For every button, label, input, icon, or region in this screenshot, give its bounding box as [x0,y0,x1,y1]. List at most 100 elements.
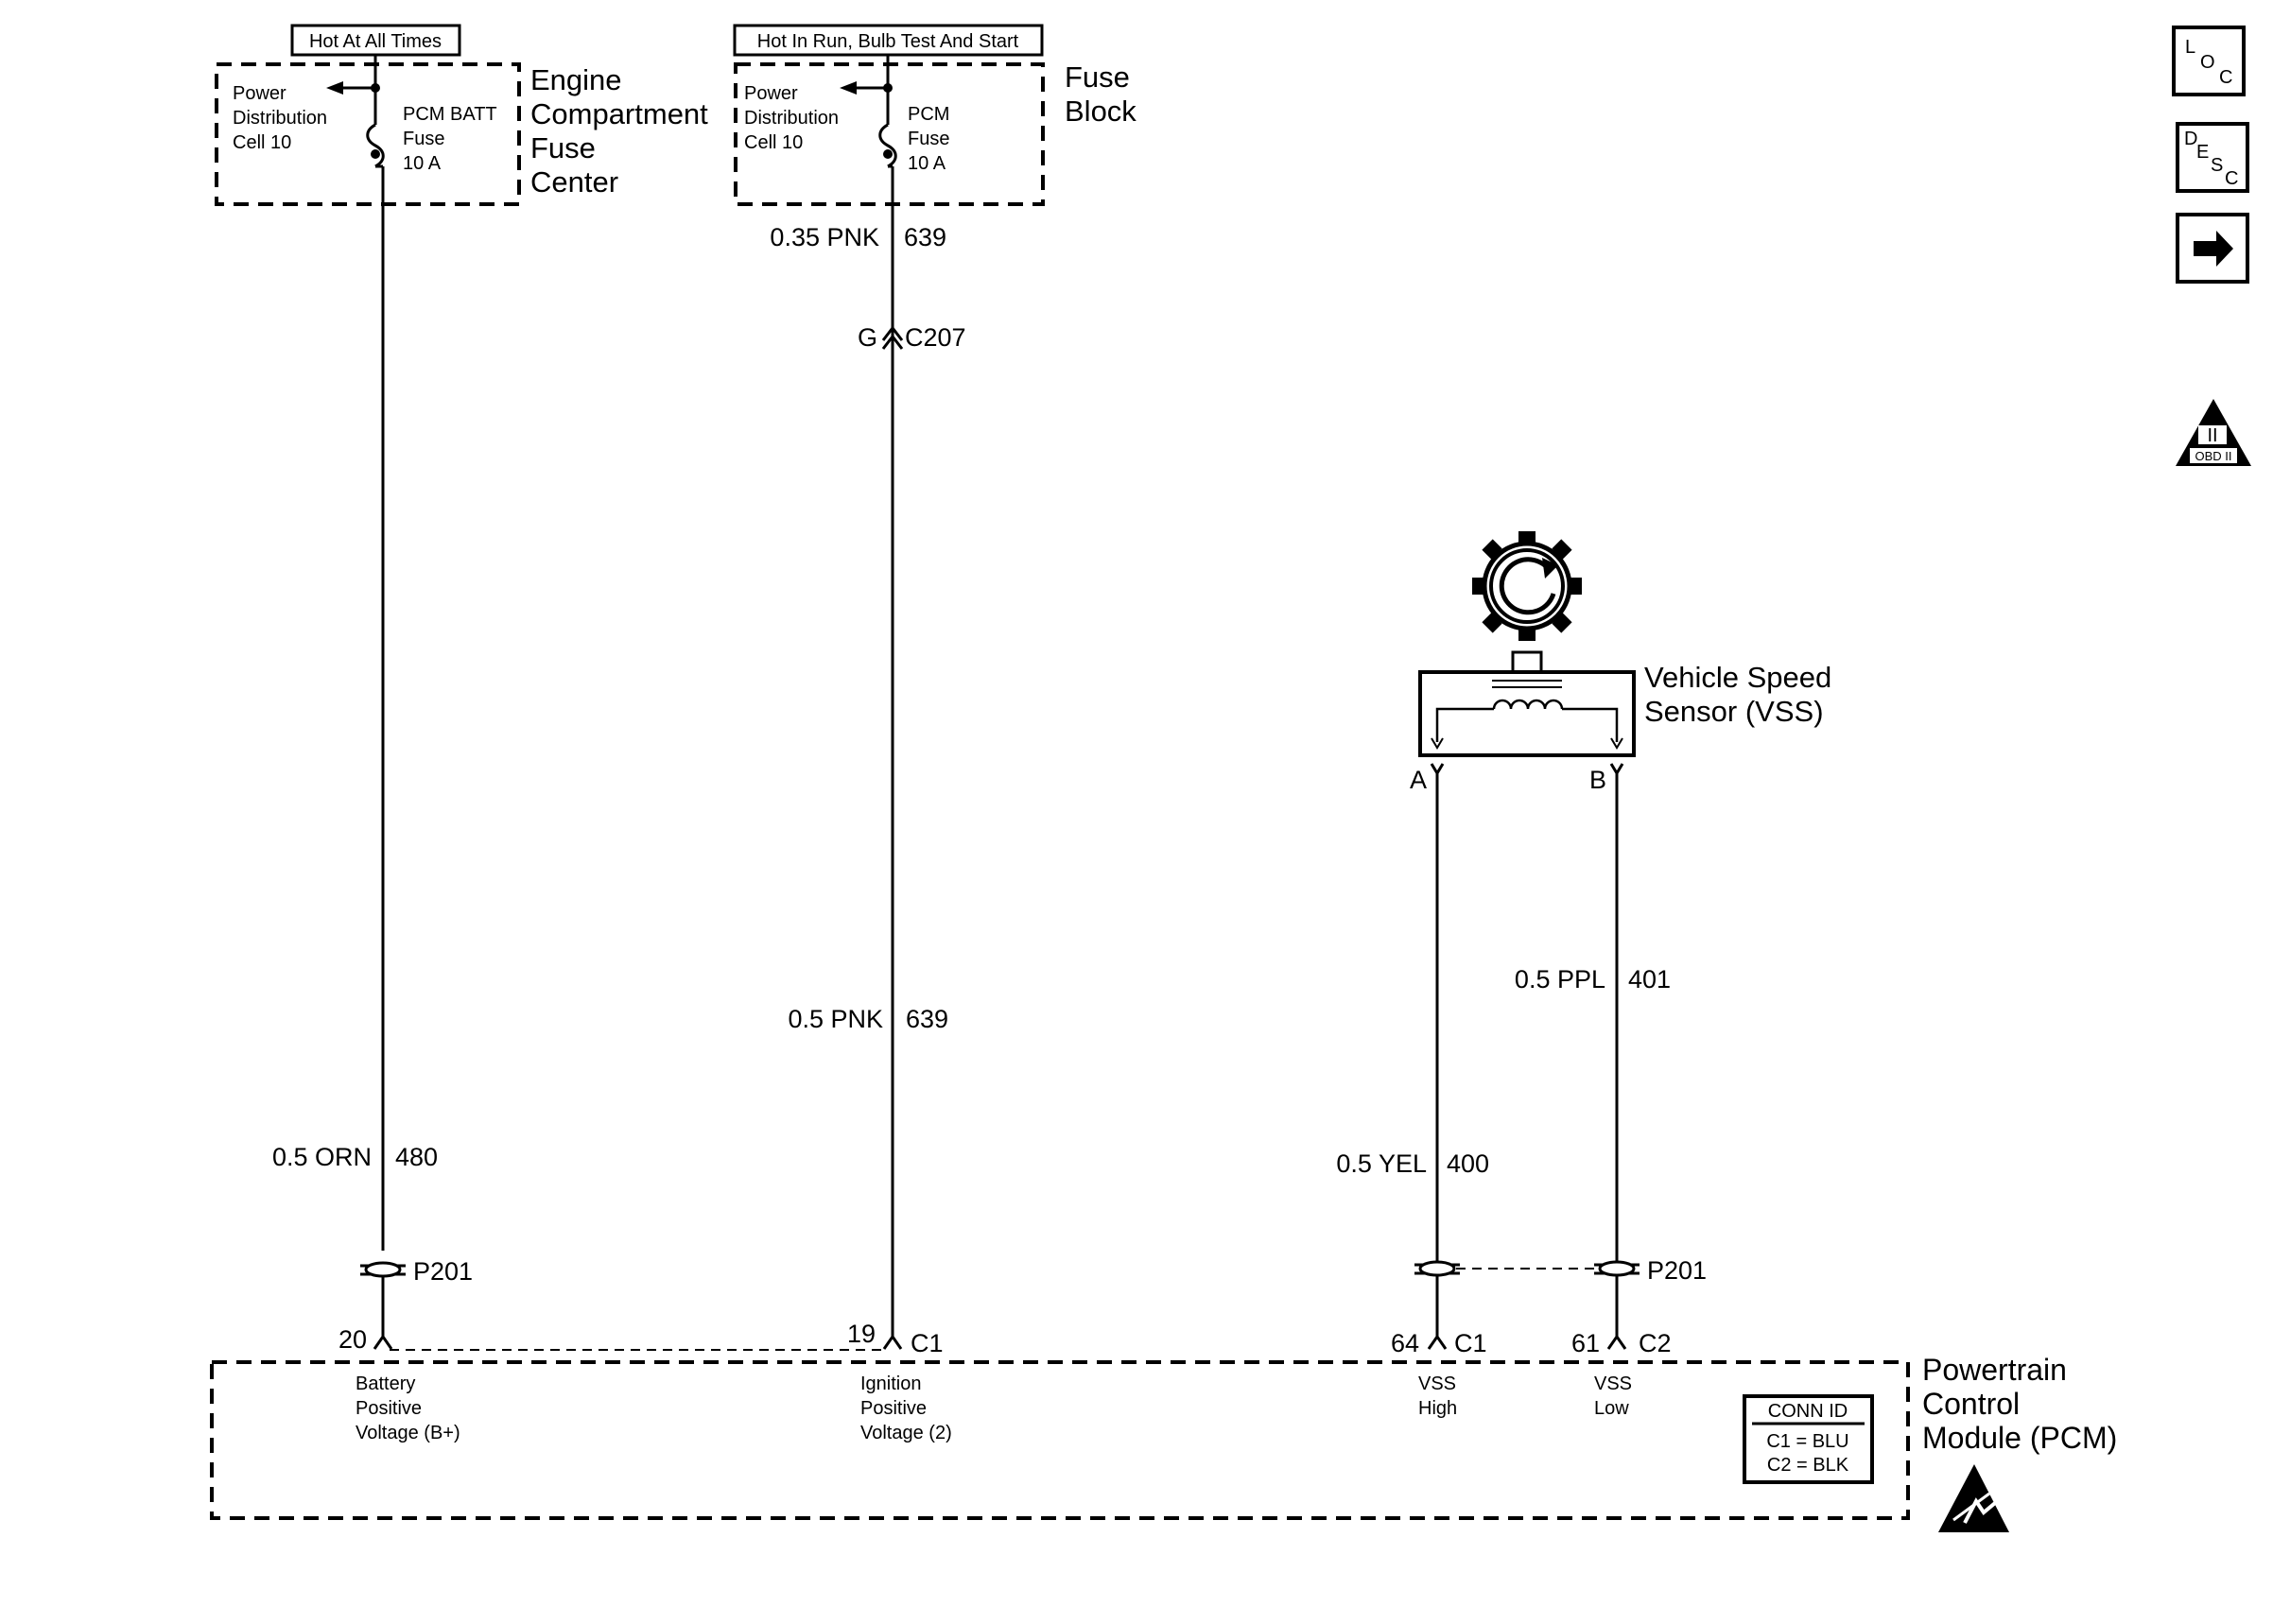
pin-20-label: 20 [338,1325,367,1354]
fuse-name-label: PCM BATT [403,104,497,125]
wire-480-circuit-label: 480 [395,1143,438,1171]
p201-label-right: P201 [1647,1256,1707,1285]
esd-warning-icon [1938,1464,2009,1532]
wire-639-upper-circuit-label: 639 [904,223,946,251]
input-ignition-line2: Positive [860,1398,927,1419]
location-label-line3: Fuse [530,131,596,164]
wire-639: 0.35 PNK 639 G C207 0.5 PNK 639 19 C1 [770,164,966,1357]
source-label-line1: Power [233,83,286,104]
pcm-module: Battery Positive Voltage (B+) Ignition P… [210,1353,2117,1532]
input-battery-line3: Voltage (B+) [356,1423,460,1443]
input-battery-line2: Positive [356,1398,422,1419]
next-button[interactable] [2176,213,2249,284]
c207-connector [881,325,904,350]
coil-icon [1435,699,1619,742]
vss-pin-b-icon [1609,763,1624,776]
fuse-icon [366,123,385,168]
p201-connector-vss-high [1414,1260,1460,1277]
input-vss-low-line1: VSS [1594,1373,1632,1394]
pcm-label-line1: Powertrain [1922,1353,2067,1387]
power-source-battery: Hot At All Times Power Distribution Cell… [215,24,708,206]
vss-pin-a-icon [1430,763,1445,776]
input-vss-high-line1: VSS [1418,1373,1456,1394]
arrow-left-icon [840,81,857,95]
power-source-ignition: Hot In Run, Bulb Test And Start Power Di… [733,24,1136,206]
description-icon[interactable] [2176,122,2249,193]
conn-id-title: CONN ID [1768,1401,1848,1422]
fuse-icon [878,123,897,168]
p201-connector-left [360,1261,406,1278]
rotating-gear-icon [1472,531,1582,641]
hot-at-all-times-label: Hot At All Times [309,31,442,52]
loc-letter-l: L [2185,37,2195,58]
location-button[interactable]: L O C [2172,26,2246,96]
wire-401: 0.5 PPL 401 P201 61 C2 [1515,773,1707,1357]
wire-480-color-label: 0.5 ORN [272,1143,372,1171]
location-icon[interactable] [2172,26,2246,96]
pin-61-label: 61 [1571,1329,1600,1357]
fuse-rating-label: 10 A [908,153,946,174]
location-label-line2: Block [1065,95,1136,128]
pin-64-connector-label: C1 [1454,1329,1487,1357]
hot-in-run-box [733,24,1044,57]
desc-letter-e: E [2196,142,2209,163]
loc-letter-c: C [2219,67,2232,88]
pin-61-connector-label: C2 [1639,1329,1672,1357]
wire-639-lower-color-label: 0.5 PNK [788,1005,883,1033]
input-ignition-line1: Ignition [860,1373,922,1394]
obd-ii-icon: II OBD II [2176,399,2251,466]
fuse-type-label: Fuse [403,129,444,149]
hot-in-run-label: Hot In Run, Bulb Test And Start [757,31,1019,52]
fuse-name-label: PCM [908,104,949,125]
obd-numeral: II [2207,425,2217,446]
vss-label-line1: Vehicle Speed [1644,661,1831,694]
c207-label: C207 [905,323,966,352]
wire-400: 0.5 YEL 400 64 C1 [1336,773,1489,1357]
wire-400-circuit-label: 400 [1447,1149,1489,1178]
source-label-line3: Cell 10 [744,132,803,153]
input-vss-low-line2: Low [1594,1398,1629,1419]
arrow-left-icon [326,81,343,95]
description-button[interactable]: D E S C [2176,122,2249,193]
wire-639-upper-color-label: 0.35 PNK [770,223,879,251]
desc-letter-s: S [2211,155,2223,176]
pin-19-connector-label: C1 [911,1329,944,1357]
input-battery-line1: Battery [356,1373,415,1394]
vss-pin-b-label: B [1589,766,1606,794]
desc-letter-c: C [2225,168,2238,189]
obd-label: OBD II [2195,449,2231,463]
location-label-line1: Engine [530,63,622,96]
location-label-line4: Center [530,165,618,199]
pin-20-connector-icon [373,1334,393,1350]
fuse-type-label: Fuse [908,129,949,149]
location-label-line2: Compartment [530,97,708,130]
fuse-rating-label: 10 A [403,153,442,174]
source-label-line3: Cell 10 [233,132,291,153]
vehicle-speed-sensor: Vehicle Speed Sensor (VSS) A B [1410,531,1831,794]
c207-pin-label: G [858,323,877,352]
vss-label-line2: Sensor (VSS) [1644,695,1824,728]
conn-id-c2: C2 = BLK [1767,1455,1849,1476]
conn-id-c1: C1 = BLU [1766,1431,1848,1452]
pin-61-connector-icon [1606,1334,1627,1350]
pin-64-connector-icon [1427,1334,1448,1350]
source-label-line2: Distribution [744,108,839,129]
wire-480: 0.5 ORN 480 P201 20 [272,164,473,1354]
pcm-label-line2: Control [1922,1387,2020,1421]
desc-letter-d: D [2184,129,2197,149]
pin-19-connector-icon [882,1334,903,1350]
pcm-box [210,1360,1910,1520]
p201-label-left: P201 [413,1257,473,1286]
wire-401-color-label: 0.5 PPL [1515,965,1605,993]
source-label-line2: Distribution [233,108,327,129]
vss-pin-a-label: A [1410,766,1427,794]
pcm-label-line3: Module (PCM) [1922,1421,2117,1455]
pin-19-label: 19 [847,1320,876,1348]
wire-401-circuit-label: 401 [1628,965,1671,993]
wire-639-lower-circuit-label: 639 [906,1005,948,1033]
vss-body [1418,670,1636,757]
p201-connector-vss-low [1594,1260,1640,1277]
source-label-line1: Power [744,83,798,104]
engine-fuse-center-box [215,62,521,206]
